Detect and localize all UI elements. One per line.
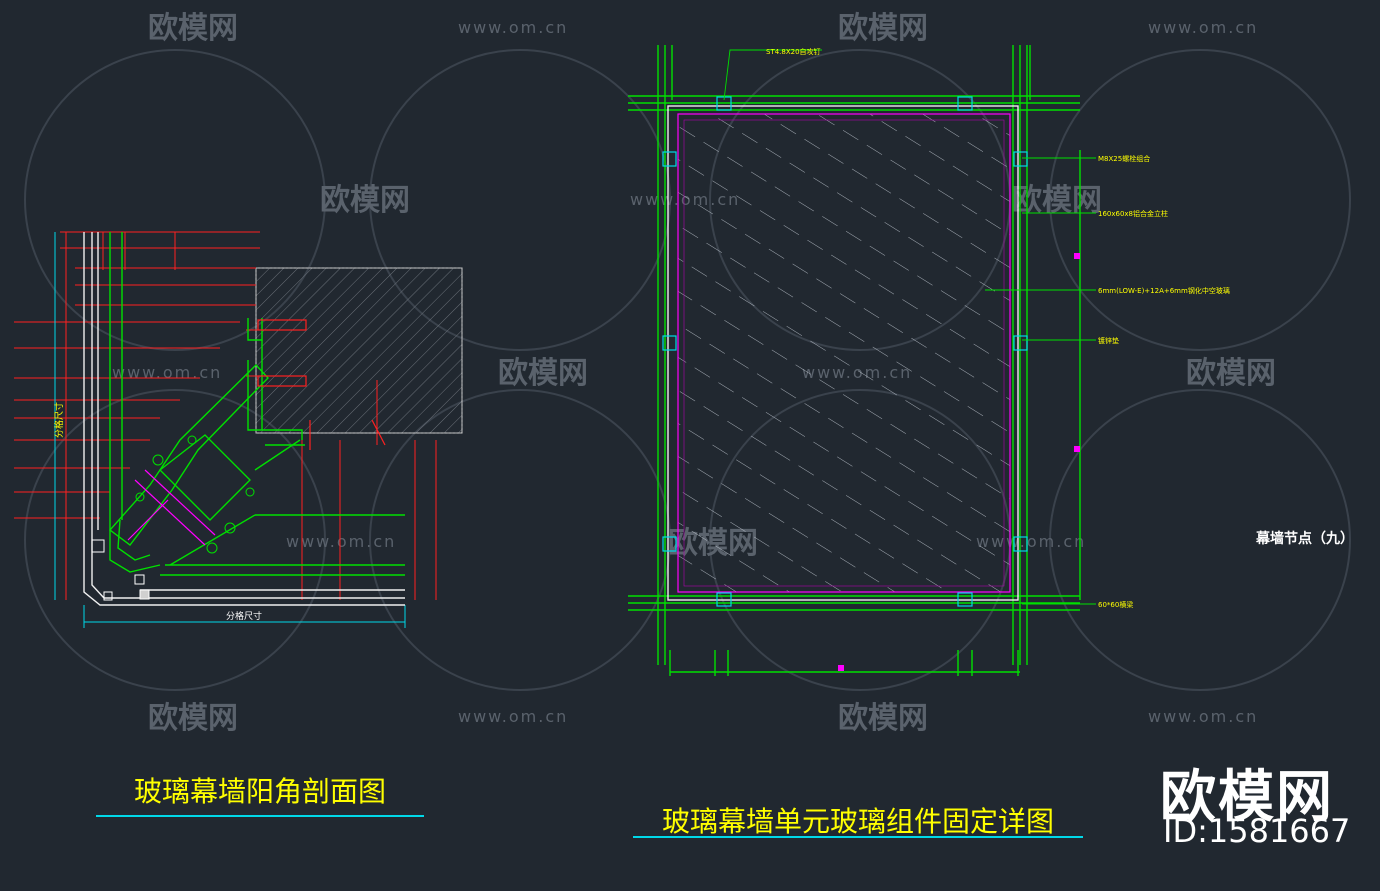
watermark-brand: 欧模网	[320, 183, 410, 218]
pressure-clips	[662, 96, 1028, 607]
magenta-markers	[838, 253, 1080, 671]
watermark-url: www.om.cn	[458, 18, 568, 37]
outer-panel-lines	[83, 232, 405, 606]
magenta-profile-lines	[127, 469, 216, 546]
watermark-url: www.om.cn	[112, 363, 222, 382]
anchor-bolts	[257, 319, 386, 450]
callout-top: ST4.8X20自攻钉	[766, 47, 821, 56]
glass-edge-magenta	[677, 113, 1011, 593]
right-drawing-title: 玻璃幕墙单元玻璃组件固定详图	[661, 805, 1054, 838]
brand-logo: 欧模网	[1160, 765, 1334, 830]
watermark-url: www.om.cn	[1148, 18, 1258, 37]
watermark-brand: 欧模网	[148, 701, 238, 736]
left-corner-section: 分格尺寸 分格尺寸	[14, 231, 463, 628]
concrete-wall	[255, 267, 463, 434]
callout-leaders	[723, 49, 1096, 605]
callout-mullion: 160x60x8铝合金立柱	[1098, 209, 1168, 218]
glass-pane	[678, 114, 1010, 592]
watermark-url: www.om.cn	[458, 707, 568, 726]
bolt-symbols	[135, 435, 255, 554]
callout-transom: 60*60横梁	[1098, 600, 1133, 609]
watermark-brand: 欧模网	[1186, 356, 1276, 391]
right-title-underline	[633, 836, 1083, 838]
watermark-brand: 欧模网	[838, 701, 928, 736]
green-frame-lines	[108, 232, 405, 576]
left-drawing-title: 玻璃幕墙阳角剖面图	[133, 775, 386, 808]
dim-vertical-label: 分格尺寸	[53, 402, 65, 438]
node-label: 幕墙节点（九）	[1256, 531, 1354, 547]
watermark-url: www.om.cn	[286, 532, 396, 551]
watermark-brand: 欧模网	[148, 11, 238, 46]
dim-horizontal-label: 分格尺寸	[226, 610, 262, 622]
watermark-brand: 欧模网	[838, 11, 928, 46]
watermark-brand: 欧模网	[498, 356, 588, 391]
model-id: ID:1581667	[1163, 812, 1351, 850]
right-glass-unit-detail: ST4.8X20自攻钉 M8X25螺栓组合 160x60x8铝合金立柱 6mm(…	[628, 45, 1230, 676]
callout-washer: 镀锌垫	[1098, 336, 1119, 345]
callout-glass: 6mm(LOW-E)+12A+6mm钢化中空玻璃	[1098, 286, 1230, 295]
callout-bolt: M8X25螺栓组合	[1098, 154, 1150, 163]
cyan-dimension-lines	[54, 232, 406, 628]
corner-blocks	[91, 539, 150, 601]
watermark-url: www.om.cn	[1148, 707, 1258, 726]
glass-frame-white	[667, 105, 1019, 601]
frame-outer-lines	[628, 45, 1081, 676]
left-title-underline	[96, 815, 424, 817]
